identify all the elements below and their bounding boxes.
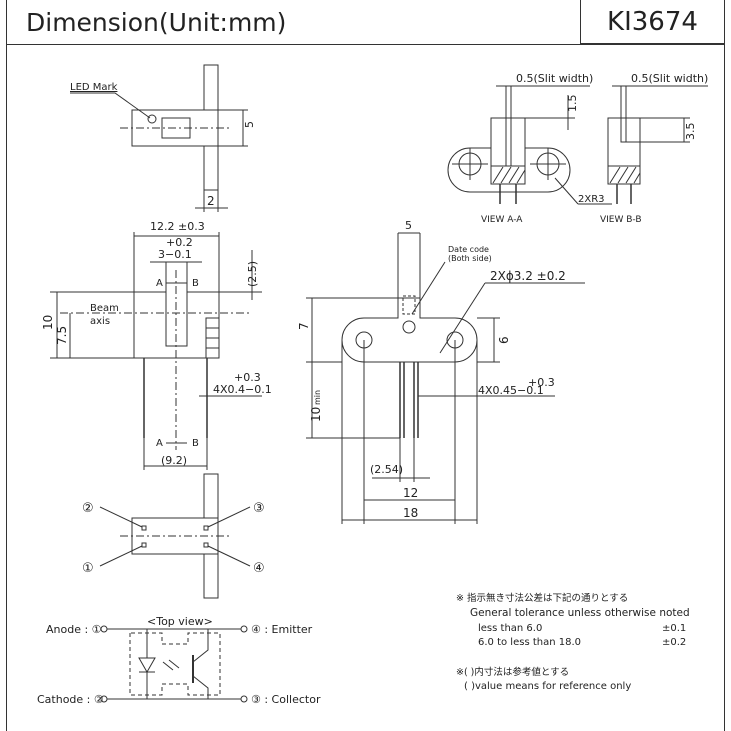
view-aa-drawing <box>447 85 612 205</box>
note-line5: ※( )内寸法は参考値とする <box>456 666 569 678</box>
a-top-label: A <box>156 278 163 289</box>
pitch254-label: (2.54) <box>370 463 403 476</box>
dim75-label: 7.5 <box>55 326 69 345</box>
drawing-title: Dimension(Unit:mm) <box>26 8 287 37</box>
side7-label: 7 <box>297 322 311 330</box>
pin2-leader <box>99 506 143 528</box>
dim25-label: (2.5) <box>246 261 259 287</box>
view-aa-hatch <box>492 166 526 184</box>
side-center-hole <box>402 320 416 334</box>
side-4x-label: 4X0.45−0.1 <box>478 384 544 397</box>
emitter-terminal <box>240 625 248 633</box>
pitch-label: (9.2) <box>161 454 187 467</box>
w122-label: 12.2 ±0.3 <box>150 220 205 233</box>
front-view-drawing <box>50 232 262 470</box>
note-line1: ※ 指示無き寸法公差は下記の通りとする <box>456 592 628 604</box>
cathode-label: Cathode : ② <box>37 693 104 706</box>
note-line2: General tolerance unless otherwise noted <box>470 607 690 619</box>
transistor-legs <box>192 629 209 699</box>
side-tol-plus: +0.3 <box>528 376 555 389</box>
package-outline <box>129 632 221 696</box>
dim2-label: 2 <box>207 194 215 208</box>
light-arrows <box>162 659 180 671</box>
note-row2-value: ±0.2 <box>662 637 686 648</box>
circuit-schematic <box>100 625 248 703</box>
diode-symbol <box>138 657 156 674</box>
pin1-label: ① <box>82 561 94 576</box>
collector-label: ③ : Collector <box>251 693 321 706</box>
dim35-label: 3.5 <box>684 123 697 141</box>
dim12-label: 12 <box>403 486 418 500</box>
slit-b-label: 0.5(Slit width) <box>631 72 708 85</box>
a-bot-label: A <box>156 438 163 449</box>
side-body <box>341 297 478 363</box>
radius-label: 2XR3 <box>578 194 605 205</box>
view-bb-hatch <box>609 166 641 184</box>
b-top-label: B <box>192 278 199 289</box>
beam-label: Beam <box>90 303 119 314</box>
slot3-label: 3−0.1 <box>158 248 192 261</box>
both-side-label: (Both side) <box>448 254 492 263</box>
radius-leader <box>554 177 579 205</box>
emitter-label: ④ : Emitter <box>251 623 313 636</box>
pin-tol-plus: +0.3 <box>234 371 261 384</box>
tol-plus-label: +0.2 <box>166 236 193 249</box>
title-rule <box>6 44 725 45</box>
pad-4 <box>203 542 209 548</box>
dim15-label: 1.5 <box>566 95 579 113</box>
dim18-label: 18 <box>403 506 418 520</box>
slit-a-label: 0.5(Slit width) <box>516 72 593 85</box>
pad-1 <box>141 542 147 548</box>
part-number-box <box>580 0 725 44</box>
axis-label: axis <box>90 316 110 327</box>
view-bb-hatch-area <box>607 165 641 185</box>
pad-3 <box>203 525 209 531</box>
top-view-label: <Top view> <box>147 615 213 628</box>
side5-label: 5 <box>405 219 412 232</box>
side-view-drawing <box>306 232 585 524</box>
view-bb-slit <box>620 117 627 143</box>
led-mark-dot <box>147 114 157 124</box>
pin3-label: ③ <box>253 501 265 516</box>
view-bb-drawing <box>607 85 708 204</box>
part-number: KI3674 <box>607 7 698 37</box>
dim5-top-label: 5 <box>243 121 256 128</box>
dim10min-label: 10 <box>309 407 323 422</box>
date-code-box <box>402 295 416 315</box>
pin3-leader <box>207 506 251 528</box>
pin4-label: ④ <box>253 561 265 576</box>
pin-4x-label: 4X0.4−0.1 <box>213 383 272 396</box>
pin2-label: ② <box>82 501 94 516</box>
hole-label: 2Xϕ3.2 ±0.2 <box>490 269 566 283</box>
note-row1-value: ±0.1 <box>662 623 686 634</box>
side6-label: 6 <box>497 336 511 344</box>
pad-2 <box>141 525 147 531</box>
hole-leader <box>439 282 486 354</box>
date-code-label: Date code <box>448 245 489 254</box>
anode-terminal <box>100 625 108 633</box>
datecode-leader <box>411 261 446 315</box>
anode-label: Anode : ① <box>46 623 102 636</box>
dim10-label: 10 <box>41 315 55 330</box>
note-line6: ( )value means for reference only <box>464 681 631 692</box>
collector-terminal <box>240 695 248 703</box>
dim-min-label: min <box>313 390 322 405</box>
sheet-border <box>6 0 725 731</box>
note-row1-label: less than 6.0 <box>478 623 542 634</box>
pin1-leader <box>99 545 143 567</box>
led-mark-label: LED Mark <box>70 82 118 93</box>
view-bb-caption: VIEW B-B <box>600 215 642 225</box>
top-view-body <box>70 64 248 212</box>
footprint-drawing <box>99 473 251 599</box>
b-bot-label: B <box>192 438 199 449</box>
pin4-leader <box>207 545 251 567</box>
view-aa-hatch-area <box>490 165 526 185</box>
led-mark-leader <box>70 92 151 119</box>
note-row2-label: 6.0 to less than 18.0 <box>478 637 581 648</box>
view-aa-caption: VIEW A-A <box>481 215 523 225</box>
